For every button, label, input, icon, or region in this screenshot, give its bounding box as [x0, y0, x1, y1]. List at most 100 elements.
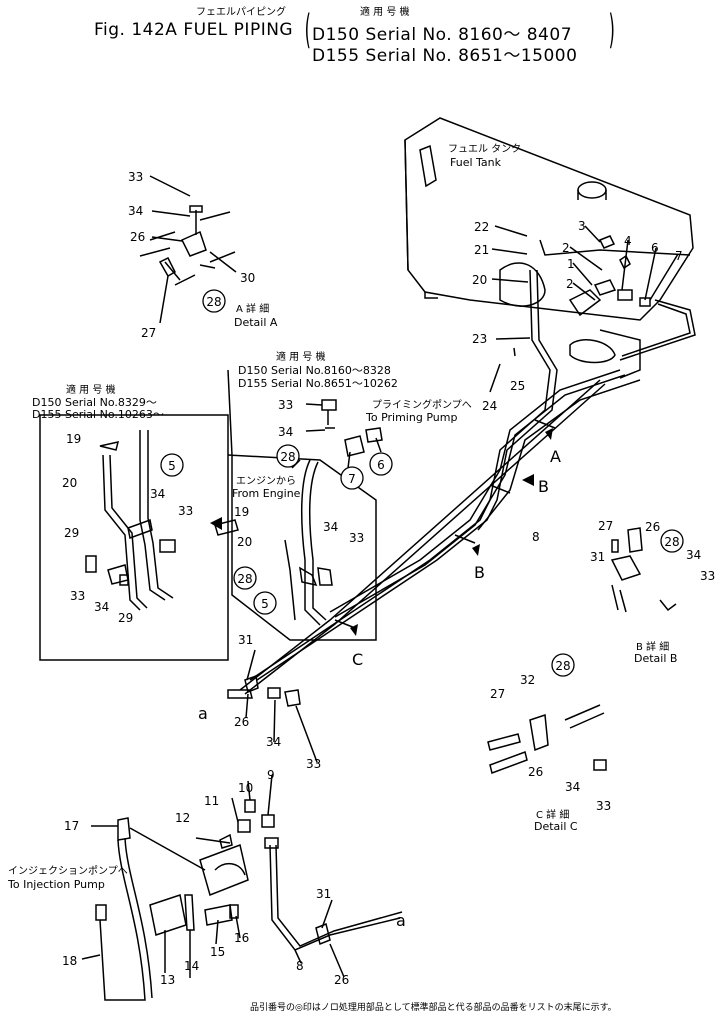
part-number: 18 — [62, 954, 77, 968]
part-number: 34 — [686, 548, 701, 562]
mid-serial-1: D150 Serial No.8160～8328 — [238, 364, 391, 377]
part-number: 33 — [700, 569, 715, 583]
circled-callouts — [160, 289, 684, 677]
section-letter-b: B — [474, 563, 485, 582]
from-engine-label-jp: エンジンから — [236, 475, 296, 487]
arrow-a-marker — [545, 428, 553, 440]
mid-applicable-jp: 適 用 号 機 — [276, 350, 326, 363]
part-number: 26 — [334, 973, 349, 987]
part-number: 16 — [234, 931, 249, 945]
bracket-left: ( — [304, 7, 311, 53]
circle-7 — [340, 466, 364, 490]
annotation-labels: フュエル タンク Fuel Tank A 詳 細 Detail A B 詳 細 … — [7, 143, 677, 1013]
part-number: 9 — [267, 768, 275, 782]
arrow-left-marker — [210, 517, 222, 530]
part-callouts: 33 34 26 30 27 22 21 20 23 25 24 3 2 1 2… — [62, 170, 715, 987]
line-art — [39, 117, 696, 1001]
part-number: 34 — [323, 520, 338, 534]
bracket-right: ) — [608, 7, 615, 53]
part-number: 6 — [651, 241, 659, 255]
serial-range-2: D155 Serial No. 8651～15000 — [312, 46, 578, 66]
circle-5-mid — [253, 591, 277, 615]
part-number: 31 — [238, 633, 253, 647]
part-number: 22 — [474, 220, 489, 234]
circled-label: 28 — [206, 295, 221, 309]
circle-28-detail-b — [660, 529, 684, 553]
part-number: 31 — [590, 550, 605, 564]
part-number: 21 — [474, 243, 489, 257]
part-number: 29 — [64, 526, 79, 540]
part-number: 34 — [128, 204, 143, 218]
left-serial-2: D155 Serial No.10263～ — [32, 408, 164, 421]
part-number: 32 — [520, 673, 535, 687]
mid-serial-2: D155 Serial No.8651～10262 — [238, 377, 398, 390]
circle-28-detail-c — [551, 653, 575, 677]
part-number: 17 — [64, 819, 79, 833]
arrow-markers — [210, 428, 553, 636]
arrow-b2-marker — [472, 544, 480, 556]
part-number: 34 — [278, 425, 293, 439]
detail-c-label: Detail C — [534, 820, 578, 833]
detail-b-label: Detail B — [634, 652, 677, 665]
part-number: 10 — [238, 781, 253, 795]
applicable-models-jp: 適 用 号 機 — [360, 7, 410, 18]
circled-label: 6 — [377, 458, 385, 472]
part-number: 27 — [598, 519, 613, 533]
part-number: 24 — [482, 399, 497, 413]
part-number: 20 — [237, 535, 252, 549]
part-number: 20 — [62, 476, 77, 490]
part-number: 34 — [94, 600, 109, 614]
part-number: 11 — [204, 794, 219, 808]
part-number: 33 — [178, 504, 193, 518]
part-number: 2 — [566, 277, 574, 291]
part-number: 33 — [278, 398, 293, 412]
part-number: 7 — [675, 249, 683, 263]
part-number: 13 — [160, 973, 175, 987]
part-number: 12 — [175, 811, 190, 825]
part-number: 23 — [472, 332, 487, 346]
part-number: 15 — [210, 945, 225, 959]
part-number: 3 — [578, 219, 586, 233]
part-number: 27 — [141, 326, 156, 340]
left-applicable-jp: 適 用 号 機 — [66, 383, 116, 396]
priming-pump-label: To Priming Pump — [365, 411, 457, 424]
circled-label: 28 — [237, 572, 252, 586]
part-number: 33 — [349, 531, 364, 545]
part-number: 33 — [70, 589, 85, 603]
priming-pump-label-jp: プライミングポンプへ — [372, 398, 472, 411]
part-number: 34 — [565, 780, 580, 794]
circle-5-left — [160, 453, 184, 477]
part-number: 25 — [510, 379, 525, 393]
part-number: 31 — [316, 887, 331, 901]
serial-range-1: D150 Serial No. 8160～ 8407 — [312, 25, 573, 45]
part-number: 14 — [184, 959, 199, 973]
detail-a-label: Detail A — [234, 316, 278, 329]
part-number: 30 — [240, 271, 255, 285]
circle-6 — [369, 452, 393, 476]
detail-b-label-jp: B 詳 細 — [636, 640, 669, 653]
circled-label: 28 — [280, 450, 295, 464]
arrow-b-marker — [522, 474, 534, 486]
section-letter-a: A — [550, 447, 561, 466]
title-jp: フェエルパイピング — [196, 7, 286, 18]
part-number: 26 — [528, 765, 543, 779]
fuel-tank-label: Fuel Tank — [450, 156, 502, 169]
part-number: 27 — [490, 687, 505, 701]
part-number: 34 — [150, 487, 165, 501]
section-letter-b: B — [538, 477, 549, 496]
part-number: 8 — [296, 959, 304, 973]
part-number: 33 — [128, 170, 143, 184]
part-number: 26 — [130, 230, 145, 244]
part-number: 29 — [118, 611, 133, 625]
part-number: 19 — [66, 432, 81, 446]
circled-label: 7 — [348, 472, 356, 486]
footnote-jp: 品引番号の◎印はノロ処理用部品として標準部品と代る部品の品番をリストの末尾に示す… — [250, 1001, 617, 1013]
figure-title: Fig. 142A FUEL PIPING — [94, 20, 294, 40]
circle-28-detail-a — [202, 289, 226, 313]
part-number: 2 — [562, 241, 570, 255]
part-number: 4 — [624, 234, 632, 248]
injection-pump-label: To Injection Pump — [7, 878, 105, 891]
circled-labels: 28 28 28 28 28 5 5 6 7 — [168, 295, 679, 673]
part-number: 33 — [596, 799, 611, 813]
